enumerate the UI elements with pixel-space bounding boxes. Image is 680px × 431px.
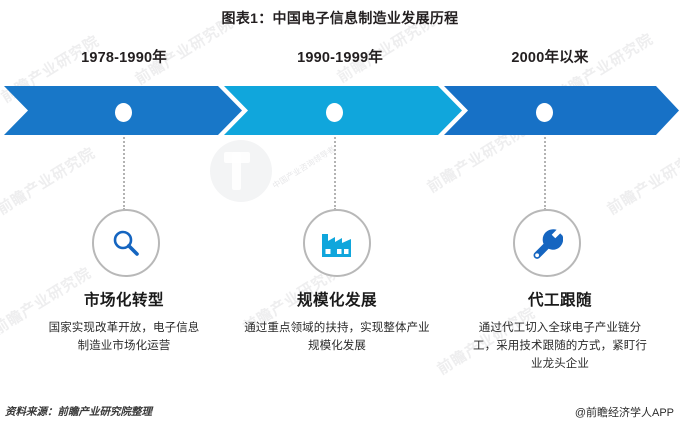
watermark-text: 前瞻产业研究院 bbox=[0, 143, 99, 219]
period-label-0: 1978-1990年 bbox=[81, 50, 167, 66]
chevron-segment-2[interactable] bbox=[444, 86, 679, 135]
stage-heading-1: 规模化发展 bbox=[296, 292, 377, 309]
stage-heading-2: 代工跟随 bbox=[527, 292, 592, 309]
icon-circle-2[interactable] bbox=[513, 209, 581, 277]
icon-circle-0[interactable] bbox=[92, 209, 160, 277]
chevron-segment-1[interactable] bbox=[224, 86, 462, 135]
stage-heading-0: 市场化转型 bbox=[83, 292, 164, 309]
watermark-subtext: 中国产业咨询领导者 bbox=[271, 144, 337, 191]
brand-label: @前瞻经济学人APP bbox=[574, 407, 674, 419]
stage-block-0: 市场化转型 国家实现改革开放，电子信息制造业市场化运营 bbox=[4, 288, 244, 355]
timeline-node-2 bbox=[536, 103, 553, 122]
watermark-text: 前瞻产业研究院 bbox=[604, 143, 680, 219]
stage-block-2: 代工跟随 通过代工切入全球电子产业链分工，采用技术跟随的方式，紧盯行业龙头企业 bbox=[442, 288, 678, 373]
connector-line-2 bbox=[544, 122, 546, 210]
period-label-1: 1990-1999年 bbox=[297, 50, 383, 66]
connector-line-1 bbox=[334, 122, 336, 210]
wrench-icon bbox=[531, 227, 563, 259]
stage-block-1: 规模化发展 通过重点领域的扶持，实现整体产业规模化发展 bbox=[234, 288, 440, 355]
stage-description-2: 通过代工切入全球电子产业链分工，采用技术跟随的方式，紧盯行业龙头企业 bbox=[473, 322, 647, 371]
timeline-node-1 bbox=[326, 103, 343, 122]
search-icon bbox=[110, 227, 142, 259]
source-note: 资料来源：前瞻产业研究院整理 bbox=[5, 407, 152, 418]
connector-line-0 bbox=[123, 122, 125, 210]
factory-icon bbox=[320, 228, 354, 258]
page-title: 图表1：中国电子信息制造业发展历程 bbox=[221, 10, 459, 26]
stage-description-1: 通过重点领域的扶持，实现整体产业规模化发展 bbox=[244, 322, 430, 353]
watermark-logo-icon bbox=[210, 140, 272, 202]
period-label-2: 2000年以来 bbox=[511, 50, 589, 66]
timeline-node-0 bbox=[115, 103, 132, 122]
icon-circle-1[interactable] bbox=[303, 209, 371, 277]
stage-description-0: 国家实现改革开放，电子信息制造业市场化运营 bbox=[48, 322, 200, 353]
